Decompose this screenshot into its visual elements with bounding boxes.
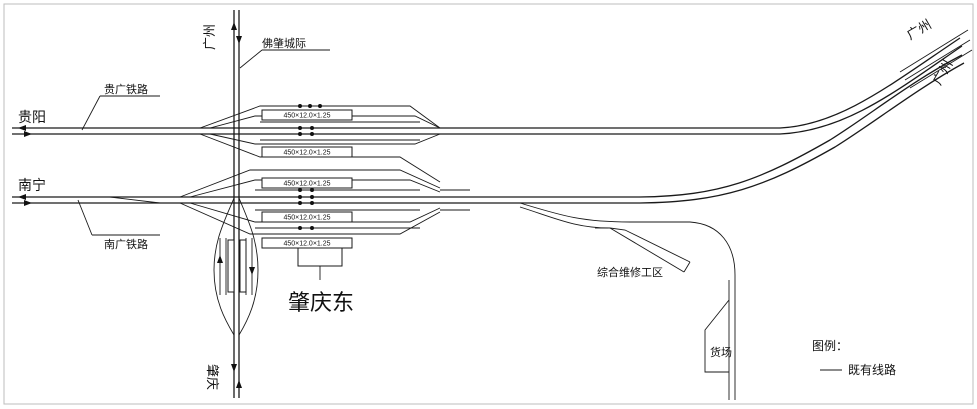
guangzhou-east-approach <box>899 29 973 89</box>
signals <box>18 22 322 388</box>
signal-icon <box>298 195 302 199</box>
platform-2 <box>261 146 353 158</box>
platforms: 450×12.0×1.25 450×12.0×1.25 450×12.0×1.2… <box>261 109 353 249</box>
signal-icon <box>310 201 314 205</box>
signal-icon <box>308 104 312 108</box>
leader-lines <box>77 49 842 371</box>
signal-icon <box>298 188 302 192</box>
label-guiguang-railway: 贵广铁路 <box>104 83 148 96</box>
label-zhaoqing: 肇庆 <box>205 364 220 390</box>
platform-4-label: 450×12.0×1.25 <box>283 215 330 222</box>
freight-branch <box>519 202 736 400</box>
station-building <box>297 247 343 280</box>
signal-icon <box>298 126 302 130</box>
signal-icon <box>310 126 314 130</box>
arrow-up-icon <box>231 22 237 30</box>
signal-icon <box>298 104 302 108</box>
foshan-intercity-line <box>213 10 259 398</box>
label-station-name: 肇庆东 <box>288 290 354 315</box>
platform-2-label: 450×12.0×1.25 <box>283 150 330 157</box>
arrow-right-icon <box>24 200 32 206</box>
nanguang-mainline <box>12 54 965 204</box>
signal-icon <box>298 132 302 136</box>
arrow-left-icon <box>18 125 26 131</box>
platform-1-label: 450×12.0×1.25 <box>283 113 330 120</box>
legend: 图例： 既有线路 <box>812 339 896 377</box>
station-yard-upper <box>199 105 441 183</box>
platform-1 <box>261 109 353 121</box>
arrow-left-icon <box>18 194 26 200</box>
arrow-up-icon <box>217 255 223 263</box>
arrow-down-icon <box>249 267 255 275</box>
arrow-down-icon <box>236 36 242 44</box>
label-guiyang: 贵阳 <box>18 109 46 125</box>
legend-existing-line: 既有线路 <box>848 362 896 377</box>
platform-5-label: 450×12.0×1.25 <box>283 241 330 248</box>
signal-icon <box>310 132 314 136</box>
guiguang-mainline <box>12 37 963 135</box>
platform-3 <box>261 177 353 189</box>
signal-icon <box>298 201 302 205</box>
label-guangzhou-north: 广州 <box>202 24 217 50</box>
platform-4 <box>261 211 353 223</box>
label-nanguang-railway: 南广铁路 <box>104 238 148 251</box>
diagram-frame <box>3 3 974 405</box>
legend-title: 图例： <box>812 339 848 353</box>
platform-3-label: 450×12.0×1.25 <box>283 181 330 188</box>
arrow-down-icon <box>231 364 237 372</box>
label-foshan-intercity: 佛肇城际 <box>262 36 306 50</box>
signal-icon <box>310 226 314 230</box>
signal-icon <box>298 226 302 230</box>
signal-icon <box>318 104 322 108</box>
label-freight-yard: 货场 <box>710 345 732 359</box>
arrow-right-icon <box>24 131 32 137</box>
arrow-up-icon <box>236 380 242 388</box>
label-maintenance-area: 综合维修工区 <box>597 265 663 279</box>
label-guangzhou-east-upper: 广州 <box>904 17 934 43</box>
signal-icon <box>310 188 314 192</box>
label-nanning: 南宁 <box>18 177 46 193</box>
signal-icon <box>310 195 314 199</box>
